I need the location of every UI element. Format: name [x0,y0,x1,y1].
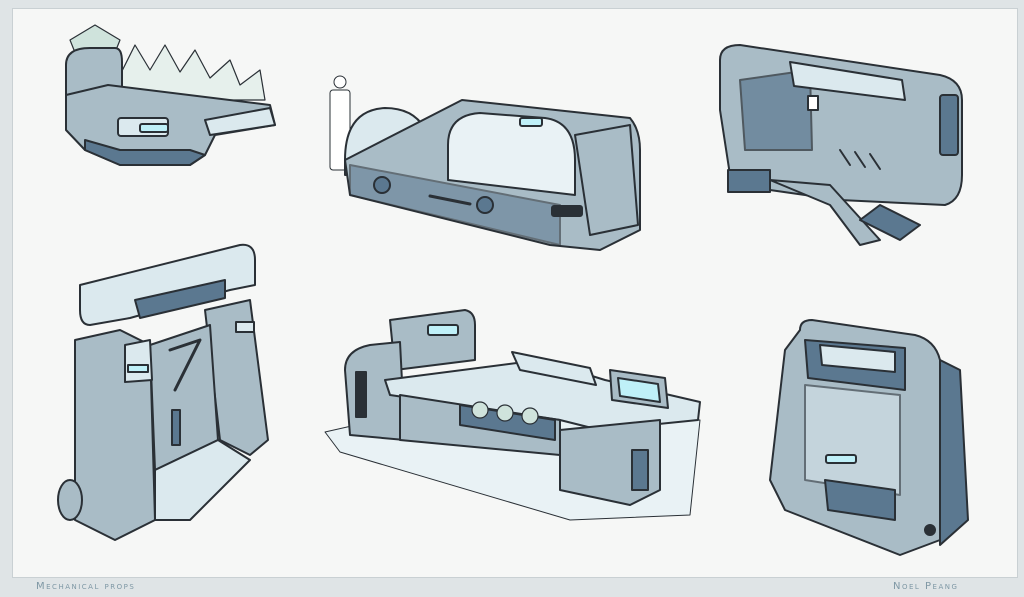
scanner-bench-icon [329,75,641,251]
planter-unit-icon [65,24,276,166]
portal-frame-icon [57,243,269,541]
control-desk-icon [324,309,701,521]
sheet-title: Mechanical props [36,581,136,592]
wall-terminal-icon [719,44,963,246]
storage-case-icon [769,319,969,556]
artist-signature: Noel Peang [893,581,959,592]
